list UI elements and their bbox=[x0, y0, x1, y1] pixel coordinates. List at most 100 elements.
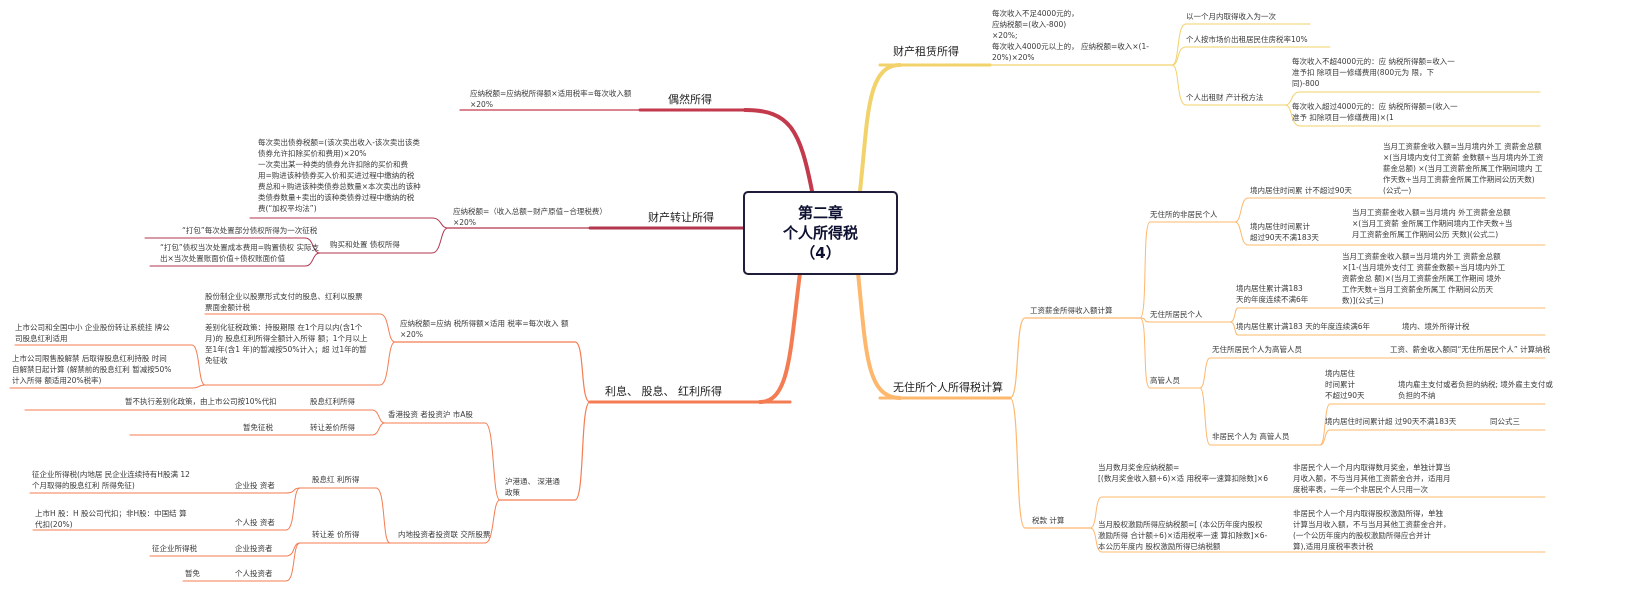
rental-link bbox=[1284, 91, 1541, 106]
link bbox=[1009, 397, 1091, 529]
rental-method-under-4000[interactable]: 每次收入不超4000元的：应 纳税所得额=收入一 准予扣 除项目一修缮费用(80… bbox=[1292, 57, 1455, 88]
hk-capital-gain-result[interactable]: 暂免征税 bbox=[243, 423, 273, 432]
topic-property-transfer[interactable]: 财产转让所得 bbox=[648, 211, 714, 224]
interest-branch-lines bbox=[9, 271, 802, 582]
exec-under-90-days[interactable]: 境内居住 时间累计 不超过90天 bbox=[1325, 369, 1365, 400]
mainland-investors-hk-shares[interactable]: 内地投资者投资联 交所股票 bbox=[398, 530, 491, 539]
bonus-tax-formula[interactable]: 当月数月奖金应纳税额= [(数月奖金收入额÷6)×适 用税率一速算扣除数]×6 bbox=[1098, 463, 1268, 483]
exec-90-to-183-days-result[interactable]: 同公式三 bbox=[1490, 417, 1520, 426]
bonus-tax-note[interactable]: 非居民个人一个月内取得数月奖金，单独计算当 月收入额，不与当月其他工资薪金合并，… bbox=[1293, 463, 1451, 494]
link bbox=[149, 252, 321, 267]
link bbox=[29, 487, 301, 494]
rental-child-once-a-month[interactable]: 以一个月内取得收入为一次 bbox=[1186, 12, 1276, 21]
formula-two[interactable]: 当月工资薪金收入额=当月境内 外工资薪金总额 ×(当月工资薪 金所属工作期间境内… bbox=[1352, 208, 1513, 239]
hk-capital-gain[interactable]: 转让差价所得 bbox=[310, 423, 355, 432]
link bbox=[1319, 429, 1546, 446]
link bbox=[1199, 387, 1321, 446]
interest-formula[interactable]: 应纳税额=应纳 税所得额×适用 税率=每次收入 额 ×20% bbox=[400, 319, 569, 339]
executives[interactable]: 高管人员 bbox=[1150, 376, 1180, 385]
occasional-branch-lines bbox=[459, 108, 814, 193]
occasional-formula[interactable]: 应纳税额=应纳税所得额×适用税率=每次收入额 ×20% bbox=[470, 89, 632, 109]
formula-one[interactable]: 当月工资薪金收入额=当月境内外工 资薪金总额 ×(当月境内支付工资薪 金数额÷当… bbox=[1383, 142, 1544, 195]
link bbox=[1319, 403, 1546, 446]
rental-method-over-4000[interactable]: 每次收入超过4000元的：应 纳税所得额=(收入一 准予 扣除项目一修缮费用)×… bbox=[1292, 102, 1458, 122]
central-topic[interactable]: 第二章 个人所得税 （4） bbox=[743, 191, 898, 275]
hk-investors-a-shares[interactable]: 香港投资 者投资沪 市A股 bbox=[388, 410, 473, 419]
hk-dividend-result[interactable]: 暂不执行差别化政策，由上市公司按10%代扣 bbox=[125, 397, 277, 406]
link bbox=[204, 341, 396, 386]
exec-under-90-days-result[interactable]: 境内雇主支付或者负担的纳税; 境外雇主支付或 负担的不纳 bbox=[1398, 380, 1553, 400]
topic-rental-income[interactable]: 财产租赁所得 bbox=[893, 45, 959, 58]
occasional-main-link bbox=[743, 108, 814, 193]
mainland-gain-individual-result[interactable]: 暂免 bbox=[185, 569, 200, 578]
listed-company-scope[interactable]: 上市公司和全国中小 企业股份转让系统挂 牌公 司股息红利适用 bbox=[15, 323, 170, 343]
stock-connect-policy[interactable]: 沪港通、 深港通 政策 bbox=[505, 477, 560, 497]
link bbox=[9, 384, 206, 389]
exec-resident-result[interactable]: 工资、薪金收入额同“无住所居民个人” 计算纳税 bbox=[1390, 345, 1551, 354]
topic-occasional-income[interactable]: 偶然所得 bbox=[668, 93, 712, 106]
rental-child-method[interactable]: 个人出租财 产计税方法 bbox=[1186, 93, 1264, 102]
link bbox=[1234, 197, 1546, 223]
mainland-gain-corporate[interactable]: 企业投资者 bbox=[235, 544, 273, 553]
res-under-6-years[interactable]: 境内居住累计满183 天的年度连续不满6年 bbox=[1236, 284, 1309, 304]
nonres-90-to-183-days[interactable]: 境内居住时间累计 超过90天不满183天 bbox=[1250, 222, 1319, 242]
exec-nonresident[interactable]: 非居民个人为 高管人员 bbox=[1212, 432, 1290, 441]
link bbox=[499, 401, 591, 501]
mainland-gain-corporate-result[interactable]: 征企业所得税 bbox=[152, 544, 197, 553]
transfer-formula[interactable]: 应纳税额=（收入总额−财产原值−合理税费） ×20% bbox=[453, 207, 607, 227]
topic-interest-dividend[interactable]: 利息、 股息、 红利所得 bbox=[605, 385, 722, 398]
nonresident-main-link bbox=[856, 271, 902, 400]
transfer-branch-lines bbox=[144, 217, 745, 267]
exec-90-to-183-days[interactable]: 境内居住时间累计超 过90天不满183天 bbox=[1325, 417, 1457, 426]
link bbox=[384, 422, 501, 501]
central-topic-title: 个人所得税 bbox=[782, 224, 858, 242]
link bbox=[1139, 317, 1201, 389]
res-6-years-result[interactable]: 境内、境外所得计税 bbox=[1402, 322, 1470, 331]
link bbox=[299, 487, 391, 544]
rental-branch-lines bbox=[858, 23, 1541, 193]
mainland-dividend-corporate[interactable]: 企业投 资者 bbox=[235, 481, 275, 490]
link bbox=[204, 313, 396, 343]
mainland-dividend-individual-result[interactable]: 上市H 股：H 股公司代扣；非H股：中国结 算 代扣(20%) bbox=[35, 509, 187, 529]
restricted-shares-rule[interactable]: 上市公司限售股解禁 后取得股息红利持股 时间 自解禁日起计算 (解禁前的股息红利… bbox=[12, 354, 172, 385]
central-topic-part: （4） bbox=[800, 244, 841, 262]
rental-link bbox=[1171, 46, 1331, 66]
res-individual[interactable]: 无住所居民个人 bbox=[1150, 310, 1203, 319]
nonres-under-90-days[interactable]: 境内居住时间累 计不超过90天 bbox=[1250, 186, 1352, 195]
nonres-individual[interactable]: 无住所的非居民个人 bbox=[1150, 210, 1218, 219]
link bbox=[249, 217, 449, 229]
hk-dividend[interactable]: 股息红利所得 bbox=[310, 397, 355, 406]
link bbox=[1139, 221, 1236, 319]
debt-purchase-disposal[interactable]: 购买和处置 债权所得 bbox=[330, 240, 400, 249]
mainland-dividend[interactable]: 股息红 利所得 bbox=[312, 475, 360, 484]
link bbox=[319, 227, 449, 254]
rental-link bbox=[1171, 23, 1311, 66]
formula-three[interactable]: 当月工资薪金收入额=当月境内外工 资薪金总额 ×[1-(当月境外支付工 资薪金数… bbox=[1342, 252, 1506, 305]
rental-formula[interactable]: 每次收入不足4000元的， 应纳税额=(收入-800) ×20%; 每次收入40… bbox=[992, 9, 1149, 62]
mainland-gain-individual[interactable]: 个人投资者 bbox=[235, 569, 273, 578]
mainland-dividend-corporate-result[interactable]: 征企业所得税(内地居 民企业连续持有H股满 12 个月取得的股息红利 所得免征) bbox=[32, 470, 190, 490]
rental-link bbox=[1284, 104, 1541, 127]
tax-calc[interactable]: 税款 计算 bbox=[1032, 516, 1065, 525]
nonresident-branch-lines bbox=[856, 197, 1546, 553]
mainland-dividend-individual[interactable]: 个人投 资者 bbox=[235, 518, 275, 527]
stock-dividend-rule[interactable]: 股份制企业以股票形式支付的股息、红利以股票 票面金额计税 bbox=[205, 292, 363, 312]
exec-resident[interactable]: 无住所居民个人为高管人员 bbox=[1212, 345, 1302, 354]
debt-package-cost[interactable]: “打包”债权当次处置成本费用=购置债权 实际支 出×当次处置账面价值÷债权账面价… bbox=[160, 243, 319, 263]
link bbox=[144, 237, 321, 254]
link bbox=[1089, 496, 1546, 529]
debt-package-once[interactable]: “打包”每次处置部分债权所得为一次征税 bbox=[182, 226, 318, 235]
equity-tax-note[interactable]: 非居民个人一个月内取得股权激励所得，单独 计算当月收入额，不与当月其他工资薪金合… bbox=[1293, 509, 1451, 551]
mainland-capital-gain[interactable]: 转让差 价所得 bbox=[312, 530, 360, 539]
rental-child-tax-rate[interactable]: 个人按市场价出租居民住房税率10% bbox=[1186, 35, 1308, 44]
differential-tax-policy[interactable]: 差别化征税政策：持股期限 在1个月以内(含1个 月)的 股息红利所得全额计入所得… bbox=[205, 323, 368, 365]
topic-nonresident-calc[interactable]: 无住所个人所得税计算 bbox=[893, 381, 1003, 394]
link bbox=[182, 542, 301, 582]
res-6-years[interactable]: 境内居住累计满183 天的年度连续满6年 bbox=[1236, 322, 1370, 331]
wage-income-calc[interactable]: 工资薪金所得收入额计算 bbox=[1030, 306, 1113, 315]
bond-sale-formula[interactable]: 每次卖出债券税额=(该次卖出收入-该次卖出该类 债券允许扣除买价和费用)×20%… bbox=[258, 138, 421, 213]
link bbox=[1089, 527, 1546, 553]
link bbox=[14, 344, 206, 386]
equity-tax-formula[interactable]: 当月股权激励所得应纳税额=[ (本公历年度内股权 激励所得 合计额÷6)×适用税… bbox=[1098, 520, 1268, 551]
